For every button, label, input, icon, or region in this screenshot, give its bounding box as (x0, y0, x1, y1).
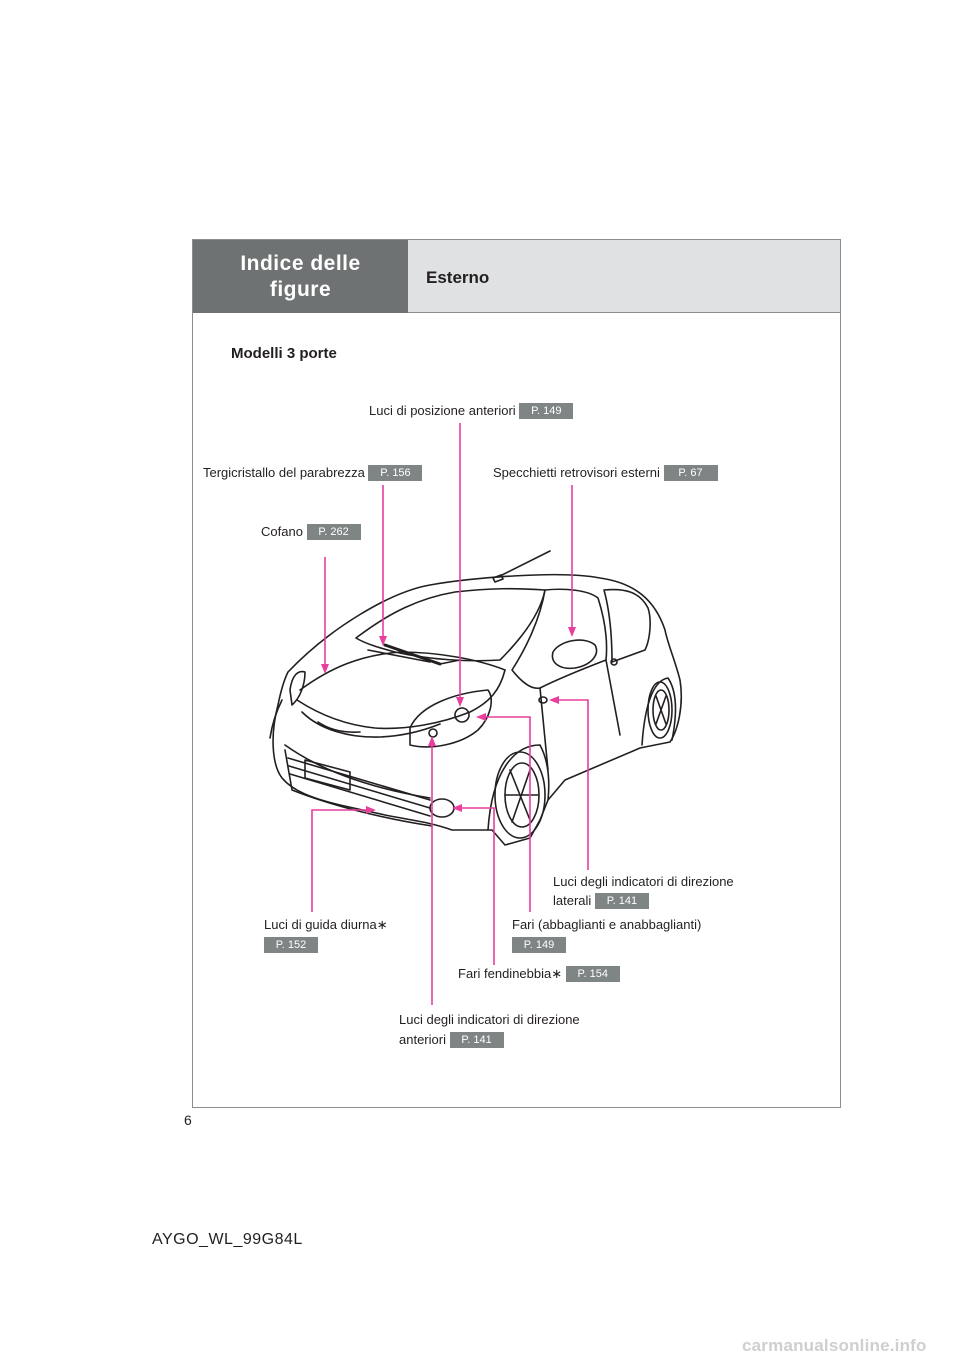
callout-headlights: Fari (abbaglianti e anabbaglianti) P. 14… (512, 915, 701, 955)
callout-windshield-wiper: Tergicristallo del parabrezza P. 156 (203, 465, 423, 481)
callout-label-line-1: Luci degli indicatori di direzione (553, 874, 734, 889)
model-subtitle: Modelli 3 porte (231, 345, 337, 362)
callout-label-line-2: anteriori (399, 1032, 446, 1047)
section-tab: Indice delle figure (193, 240, 408, 313)
page-ref-badge[interactable]: P. 141 (594, 893, 649, 909)
callout-label: Cofano (261, 524, 303, 539)
page-ref-badge[interactable]: P. 262 (306, 524, 361, 540)
callout-label: Luci di posizione anteriori (369, 403, 516, 418)
callout-daytime-running-lights: Luci di guida diurna∗ P. 152 (264, 915, 388, 955)
page-ref-badge[interactable]: P. 149 (512, 937, 566, 953)
callout-front-position-lights: Luci di posizione anteriori P. 149 (369, 403, 574, 419)
page-number: 6 (184, 1112, 192, 1128)
callout-outside-mirrors: Specchietti retrovisori esterni P. 67 (493, 465, 718, 481)
document-code: AYGO_WL_99G84L (152, 1231, 303, 1248)
callout-label: Fari fendinebbia∗ (458, 966, 563, 981)
callout-hood: Cofano P. 262 (261, 524, 361, 540)
callout-label: Fari (abbaglianti e anabbaglianti) (512, 917, 702, 932)
page-ref-badge[interactable]: P. 141 (449, 1032, 504, 1048)
section-title-line-1: Indice delle (240, 251, 361, 275)
page-ref-badge[interactable]: P. 154 (565, 966, 620, 982)
topic-title: Esterno (426, 268, 490, 287)
watermark: carmanualsonline.info (742, 1336, 927, 1355)
page-ref-badge[interactable]: P. 149 (519, 403, 574, 419)
callout-label: Specchietti retrovisori esterni (493, 465, 660, 480)
topic-bar: Esterno (408, 240, 840, 313)
callout-label-line-2: laterali (553, 893, 592, 908)
callout-side-turn-signals: Luci degli indicatori di direzione later… (553, 872, 734, 910)
callout-label: Tergicristallo del parabrezza (203, 465, 365, 480)
content-frame: Indice delle figure Esterno (192, 239, 841, 1108)
callout-fog-lights: Fari fendinebbia∗ P. 154 (458, 966, 620, 982)
section-title-line-2: figure (269, 277, 332, 301)
page-ref-badge[interactable]: P. 67 (663, 465, 718, 481)
callout-label-line-1: Luci degli indicatori di direzione (399, 1012, 580, 1027)
callout-label: Luci di guida diurna∗ (264, 917, 388, 932)
callout-front-turn-signals: Luci degli indicatori di direzione anter… (399, 1010, 580, 1050)
page-ref-badge[interactable]: P. 152 (264, 937, 318, 953)
page-ref-badge[interactable]: P. 156 (368, 465, 423, 481)
